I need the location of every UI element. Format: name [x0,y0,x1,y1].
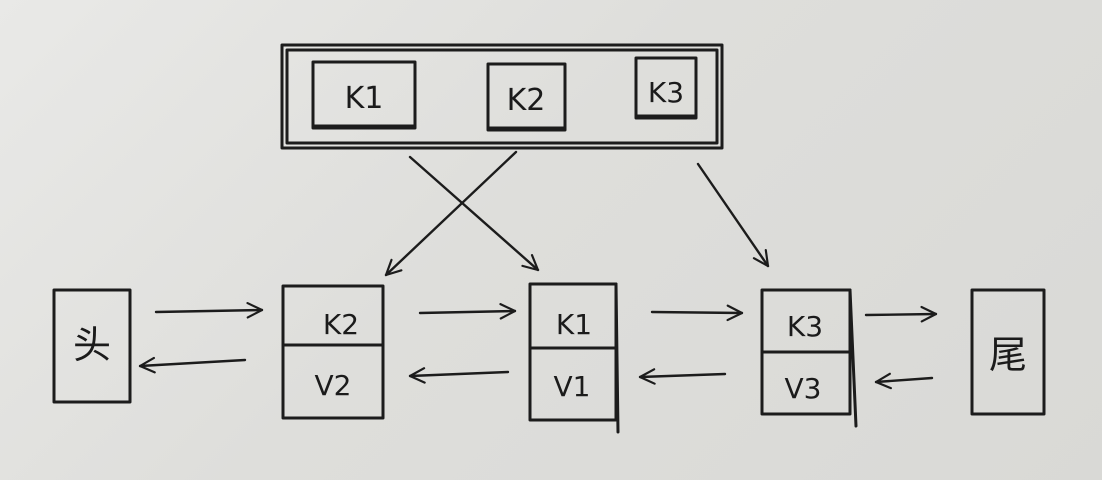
next-arrow-k2-to-k1 [418,303,517,320]
tail-node-label: 尾 [989,333,1027,377]
hash-key-box [486,62,567,132]
tail-node: 尾 [970,288,1046,416]
head-node-box [52,288,132,404]
hash-key-cell-k3: K3 [634,56,698,120]
pointer-k1-to-node-k1 [408,155,540,272]
hash-key-label: K1 [345,81,384,116]
pointer-k2-to-node-k2 [384,150,518,277]
hash-key-box [634,56,698,120]
prev-arrow-k1-to-k2 [408,367,510,384]
hash-table: K1 K2 K3 [280,43,724,150]
hash-key-label: K3 [648,76,684,109]
list-node-k2: K2 V2 [281,284,385,420]
next-arrow-k1-to-k3 [650,304,744,322]
head-node: 头 [52,288,132,404]
list-node-value: V3 [785,372,822,405]
next-arrow-k3-to-tail [864,305,938,323]
list-node-k1: K1 V1 [528,282,620,434]
hash-key-box [311,60,417,130]
next-arrow-head-to-k2 [154,301,264,319]
list-node-key: K1 [556,308,592,341]
prev-arrow-k3-to-k1 [638,368,727,385]
list-node-box [281,284,385,420]
list-node-value: V2 [315,369,352,402]
hash-key-cell-k1: K1 [311,60,417,130]
tail-node-box [970,288,1046,416]
hash-key-label: K2 [507,83,546,118]
hash-table-outer-border [280,43,724,150]
hash-key-cell-k2: K2 [486,62,567,132]
pointer-k3-to-node-k3 [696,162,770,268]
list-node-key: K2 [323,308,359,341]
list-links [138,301,938,390]
list-node-value: V1 [554,370,591,403]
hash-table-inner-border [285,48,719,145]
list-node-k3: K3 V3 [760,288,858,428]
list-node-key: K3 [787,310,823,343]
prev-arrow-tail-to-k3 [874,372,934,390]
head-node-label: 头 [73,323,111,367]
hash-pointers [384,150,770,277]
prev-arrow-k2-to-head [138,356,247,374]
